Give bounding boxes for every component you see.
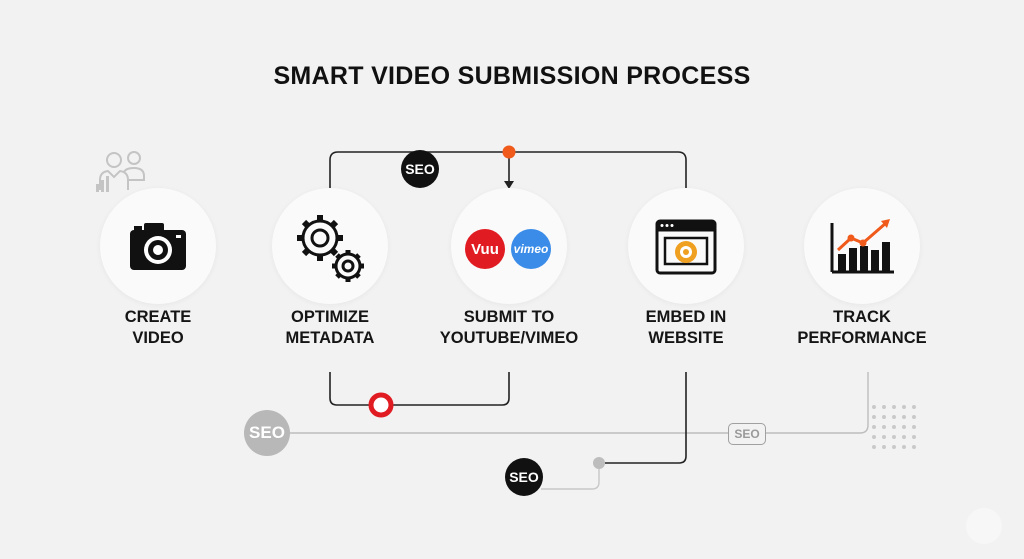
people-icon (96, 151, 145, 192)
bar-chart-icon (830, 219, 894, 274)
step-circle-optimize-metadata (272, 188, 388, 304)
vimeo-logo: vimeo (511, 229, 551, 269)
step-circle-embed-website (628, 188, 744, 304)
page-title: SMART VIDEO SUBMISSION PROCESS (273, 62, 751, 90)
gears-icon (297, 215, 364, 282)
step-circle-track-performance (804, 188, 920, 304)
seo-badge-bottom: SEO (505, 458, 543, 496)
seo-badge-right: SEO (728, 423, 766, 445)
dot-grid-decoration (872, 405, 916, 449)
step-circle-submit: Vuu vimeo (451, 188, 567, 304)
camera-icon (130, 223, 186, 270)
browser-video-icon (655, 219, 717, 275)
corner-decoration (966, 508, 1002, 544)
seo-badge-top: SEO (401, 150, 439, 188)
youtube-logo: Vuu (465, 229, 505, 269)
step-circle-create-video (100, 188, 216, 304)
seo-badge-left: SEO (244, 410, 290, 456)
